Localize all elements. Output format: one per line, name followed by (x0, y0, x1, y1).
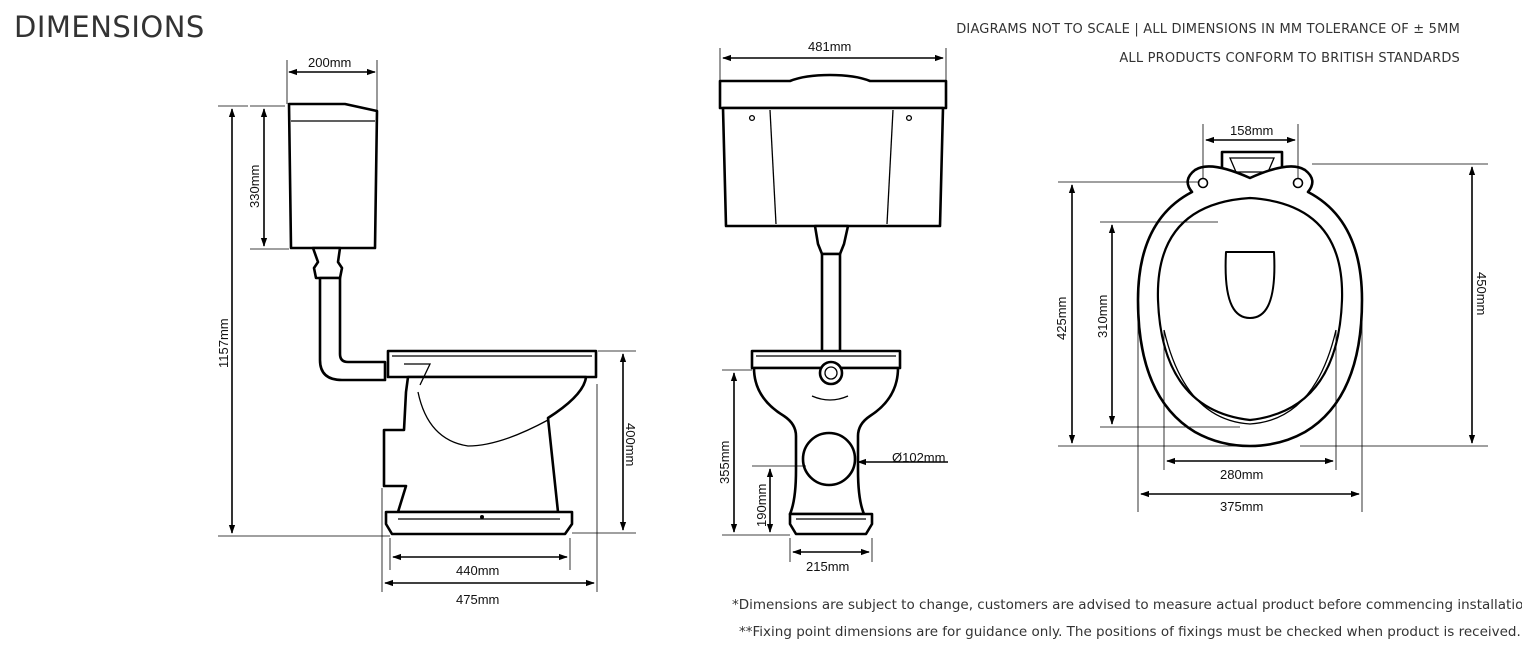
side-flush-connector (311, 246, 344, 280)
dim-seat-hinge-spacing: 158mm (1230, 123, 1273, 138)
dim-seat-overall-width: 375mm (1220, 499, 1263, 514)
dim-seat-opening-length: 310mm (1095, 295, 1110, 338)
front-pan-rim (750, 349, 902, 370)
front-flush-connector (813, 224, 850, 256)
dim-front-outlet-diameter: Ø102mm (892, 450, 945, 465)
seat-hinge-hole-right (1292, 177, 1304, 189)
dim-front-cistern-width: 481mm (808, 39, 851, 54)
dim-front-outlet-height: 190mm (754, 484, 769, 527)
side-pan-rim (386, 349, 598, 379)
dim-seat-overall-length: 450mm (1474, 272, 1489, 315)
top-view-drawing: 158mm 425mm 310mm 450mm 280mm 375mm (1054, 123, 1489, 514)
dim-side-pan-height: 400mm (623, 423, 638, 466)
dim-side-total-height: 1157mm (216, 318, 231, 368)
dim-front-base-width: 215mm (806, 559, 849, 574)
side-cistern (287, 102, 379, 250)
dim-side-base-depth: 440mm (456, 563, 499, 578)
front-cistern (721, 106, 945, 228)
dim-side-overall-depth: 475mm (456, 592, 499, 607)
footnote-fixings: **Fixing point dimensions are for guidan… (739, 624, 1521, 640)
dim-side-cistern-height: 330mm (247, 165, 262, 208)
footnote-dimensions: *Dimensions are subject to change, custo… (732, 597, 1522, 613)
front-outlet (801, 431, 857, 487)
side-pan-base (384, 510, 574, 536)
dim-seat-opening-width: 280mm (1220, 467, 1263, 482)
dim-side-cistern-width: 200mm (308, 55, 351, 70)
standards-note: ALL PRODUCTS CONFORM TO BRITISH STANDARD… (1119, 51, 1460, 66)
front-pan-base (788, 512, 874, 536)
side-view-drawing: 200mm 330mm 1157mm 400mm 440mm 475mm (216, 55, 638, 607)
dim-seat-length: 425mm (1054, 297, 1069, 340)
seat-opening (1156, 196, 1344, 422)
front-view-drawing: 481mm 355mm 190mm Ø102mm 215mm (717, 39, 948, 574)
page-title: DIMENSIONS (14, 10, 205, 44)
dim-front-pan-height: 355mm (717, 441, 732, 484)
scale-note: DIAGRAMS NOT TO SCALE | ALL DIMENSIONS I… (956, 22, 1460, 37)
side-flush-pipe (318, 276, 387, 382)
front-cistern-lid (718, 73, 948, 110)
seat-lid-recess (1224, 251, 1276, 319)
seat-hinge-hole-left (1197, 177, 1209, 189)
